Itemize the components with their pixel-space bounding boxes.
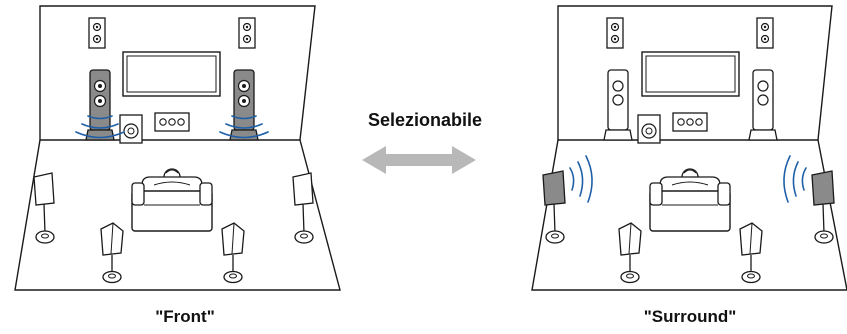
height-speaker-right	[756, 17, 774, 49]
surround-back-speaker-left	[100, 222, 124, 284]
subwoofer	[119, 114, 143, 144]
surround-back-speaker-left	[618, 222, 642, 284]
sound-wave-icon	[75, 115, 269, 139]
room-front	[14, 5, 341, 291]
height-speaker-right	[238, 17, 256, 49]
center-speaker	[672, 112, 708, 132]
surround-speaker-left	[33, 172, 55, 244]
room-surround	[531, 5, 847, 291]
center-speaker	[154, 112, 190, 132]
height-speaker-left	[88, 17, 106, 49]
surround-back-speaker-right	[739, 222, 763, 284]
tv-icon	[641, 51, 740, 97]
sound-wave-icon	[569, 155, 807, 203]
subwoofer	[637, 114, 661, 144]
sofa-icon	[131, 168, 213, 232]
tv-icon	[122, 51, 221, 97]
front-speaker-right	[229, 69, 259, 141]
surround-back-speaker-right	[221, 222, 245, 284]
front-speaker-left	[603, 69, 633, 141]
double-arrow-icon	[362, 146, 476, 174]
front-mode-label: "Front"	[155, 307, 215, 326]
front-speaker-left	[85, 69, 115, 141]
surround-speaker-right	[292, 172, 314, 244]
selectable-label: Selezionabile	[367, 110, 483, 130]
height-speaker-left	[606, 17, 624, 49]
sofa-icon	[649, 168, 731, 232]
front-speaker-right	[748, 69, 778, 141]
surround-mode-label: "Surround"	[643, 307, 737, 326]
